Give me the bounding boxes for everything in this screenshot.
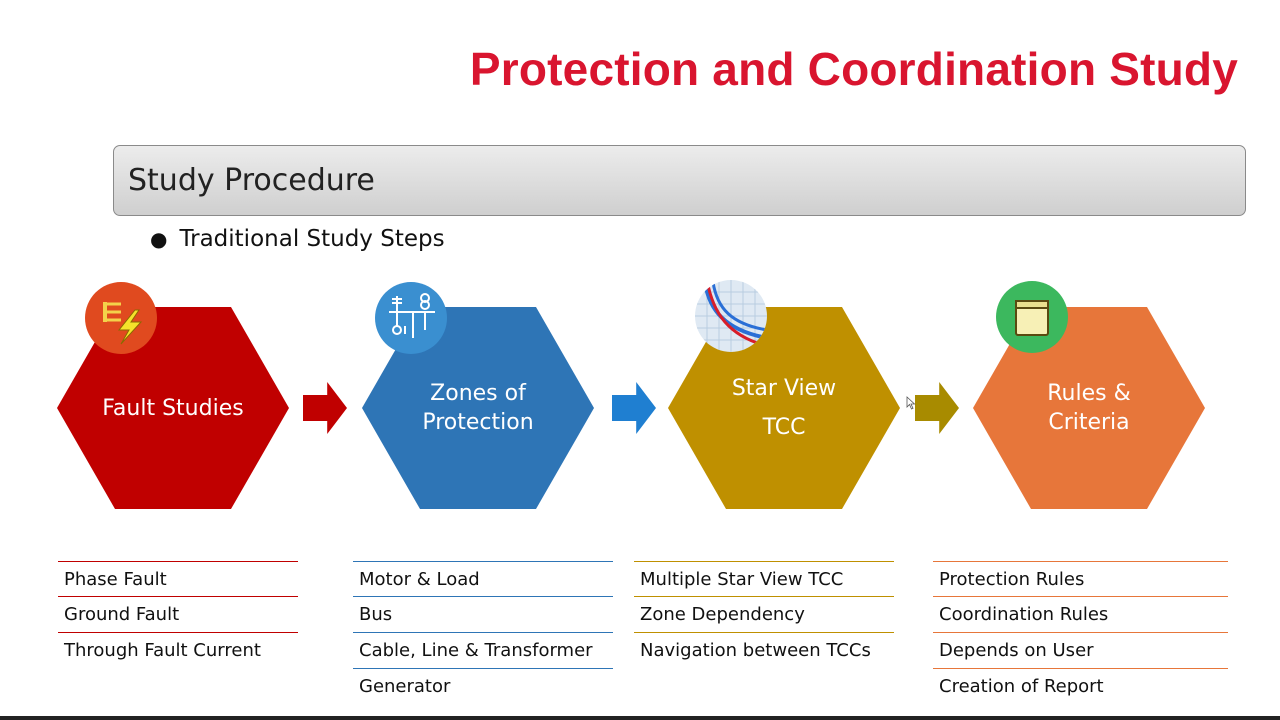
section-header-box: Study Procedure	[113, 145, 1246, 216]
flow-arrow-1	[303, 382, 347, 434]
hex-label-line1: Zones of	[430, 381, 526, 406]
list-rules-criteria: Protection Rules Coordination Rules Depe…	[933, 561, 1228, 705]
list-item: Through Fault Current	[64, 640, 261, 661]
list-fault-studies: Phase Fault Ground Fault Through Fault C…	[58, 561, 298, 669]
list-star-view-tcc: Multiple Star View TCC Zone Dependency N…	[634, 561, 894, 669]
list-item: Motor & Load	[353, 561, 613, 597]
list-item: Protection Rules	[933, 561, 1228, 597]
list-item: Cable, Line & Transformer	[353, 633, 613, 669]
list-zones-of-protection: Motor & Load Bus Cable, Line & Transform…	[353, 561, 613, 705]
list-item: Bus	[353, 597, 613, 633]
list-item: Navigation between TCCs	[640, 640, 871, 661]
mouse-cursor-icon	[906, 396, 916, 410]
bottom-border	[0, 716, 1280, 720]
hex-label-line2: TCC	[762, 415, 806, 440]
hex-label-line2: Protection	[422, 410, 534, 435]
slide-title: Protection and Coordination Study	[469, 43, 1238, 95]
list-item: Phase Fault	[58, 561, 298, 597]
list-item: Multiple Star View TCC	[634, 561, 894, 597]
bullet-text: Traditional Study Steps	[179, 226, 445, 252]
hex-label-line1: Fault Studies	[102, 395, 244, 421]
one-line-diagram-icon	[375, 282, 447, 354]
list-item: Depends on User	[933, 633, 1228, 669]
section-header: Study Procedure	[128, 163, 375, 198]
flow-arrow-3	[915, 382, 959, 434]
flow-arrow-2	[612, 382, 656, 434]
list-item: Generator	[359, 676, 451, 697]
list-item: Coordination Rules	[933, 597, 1228, 633]
list-item: Ground Fault	[58, 597, 298, 633]
bullet-dot-icon: ●	[150, 227, 168, 251]
tcc-curve-icon	[695, 280, 767, 352]
list-item: Creation of Report	[939, 676, 1104, 697]
hex-label-line1: Star View	[731, 376, 837, 401]
hex-label-line1: Rules &	[1047, 381, 1131, 406]
hex-label-line2: Criteria	[1048, 410, 1130, 435]
fault-lightning-icon	[85, 282, 157, 354]
list-item: Zone Dependency	[634, 597, 894, 633]
bullet-item: ● Traditional Study Steps	[150, 226, 445, 252]
book-icon	[996, 281, 1068, 353]
